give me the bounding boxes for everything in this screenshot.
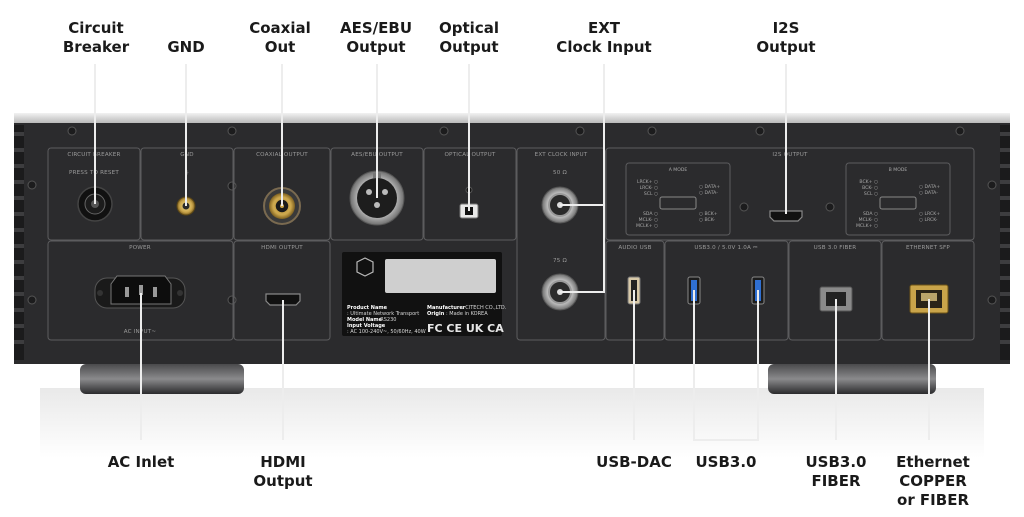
i2s-pin-label: SCL ○ (644, 191, 658, 197)
callout-circuit-breaker-line2: Breaker (62, 38, 130, 56)
callout-leader-lines (94, 64, 930, 441)
callout-ethernet-line2: COPPER (899, 472, 967, 490)
i2s-pin-label: SDA ○ (863, 211, 878, 217)
callout-i2s: I2S Output (756, 19, 815, 57)
nameplate-manufacturer-label: Manufacturer (427, 305, 466, 311)
label-a-mode: A MODE (669, 167, 688, 173)
callout-hdmi-line2: Output (253, 472, 313, 490)
callout-coaxial-out: Coaxial Out (249, 19, 311, 57)
label-circuit-breaker: CIRCUIT BREAKER (67, 152, 120, 158)
nameplate-input-voltage-label: Input Voltage (347, 323, 386, 329)
hdmi-output-port[interactable] (265, 293, 301, 306)
i2s-pin-label: MCLK- ○ (859, 217, 878, 223)
callout-aes-ebu: AES/EBU Output (340, 19, 412, 57)
i2s-pin-label: BCK- ○ (862, 185, 878, 191)
label-i2s-output: I2S OUTPUT (772, 152, 808, 158)
i2s-pin-label: SDA ○ (643, 211, 658, 217)
nameplate-product-name-label: Product Name (347, 305, 388, 311)
callout-optical: Optical Output (439, 19, 499, 57)
i2s-b-mode-pinout: B MODE BCK+ ○BCK- ○SCL ○ SDA ○MCLK- ○MCLK… (845, 162, 951, 236)
label-50-ohm: 50 Ω (553, 170, 567, 176)
i2s-pin-label: SCL ○ (864, 191, 878, 197)
i2s-pin-label: ○ DATA- (699, 190, 718, 196)
callout-ext-clock-line1: EXT (587, 19, 621, 37)
i2s-pin-label: MCLK- ○ (639, 217, 658, 223)
nameplate-input-voltage: : AC 100-240V~, 50/60Hz, 40W (347, 329, 426, 335)
callout-coaxial-line1: Coaxial (249, 19, 311, 37)
callout-usb30-fiber-line1: USB3.0 (805, 453, 867, 471)
label-power: POWER (129, 245, 151, 251)
nameplate-origin-label: Origin (427, 311, 445, 317)
label-b-mode: B MODE (889, 167, 908, 173)
callout-hdmi-line1: HDMI (260, 453, 306, 471)
callout-ext-clock: EXT Clock Input (556, 19, 651, 57)
i2s-pin-label: ○ DATA- (919, 190, 938, 196)
certification-marks: FC CE UK CA (427, 322, 504, 335)
callout-ethernet-line3: or FIBER (897, 491, 969, 509)
callout-ac-inlet: AC Inlet (108, 453, 175, 472)
callout-optical-line2: Output (439, 38, 499, 56)
callout-i2s-line2: Output (756, 38, 816, 56)
i2s-pin-label: ○ BCK- (699, 217, 715, 223)
callout-usb-dac: USB-DAC (596, 453, 672, 472)
nameplate: Product Name : Ultimate Network Transpor… (342, 252, 507, 336)
callout-hdmi: HDMI Output (253, 453, 312, 491)
nameplate-product-name: : Ultimate Network Transport (347, 311, 419, 317)
i2s-hdmi-port[interactable] (769, 210, 803, 222)
callout-aes-ebu-line2: Output (346, 38, 406, 56)
i2s-pin-label: MCLK+ ○ (856, 223, 878, 229)
i2s-pin-label: ○ DATA+ (919, 184, 940, 190)
brand-logo-icon (356, 257, 374, 277)
callout-ext-clock-line2: Clock Input (556, 38, 652, 56)
callout-aes-ebu-line1: AES/EBU (340, 19, 412, 37)
callout-gnd: GND (167, 38, 204, 57)
label-ac-input: AC INPUT~ (124, 329, 157, 335)
callout-circuit-breaker-line1: Circuit (68, 19, 124, 37)
nameplate-model-name: : RS230 (377, 317, 396, 323)
callout-optical-line1: Optical (439, 19, 499, 37)
i2s-pin-label: LRCK- ○ (640, 185, 658, 191)
chassis (14, 113, 1010, 364)
i2s-pin-label: ○ LRCK- (919, 217, 938, 223)
label-hdmi-output: HDMI OUTPUT (261, 245, 303, 251)
callout-usb30-line1: USB3.0 (695, 453, 757, 471)
nameplate-model-name-label: Model Name (347, 317, 383, 323)
callout-usb30-fiber: USB3.0 FIBER (806, 453, 867, 491)
callout-usb30-fiber-line2: FIBER (811, 472, 861, 490)
callout-ethernet: Ethernet COPPER or FIBER (896, 453, 970, 510)
callout-coaxial-line2: Out (264, 38, 296, 56)
label-ext-clock-input: EXT CLOCK INPUT (535, 152, 588, 158)
i2s-pin-label: MCLK+ ○ (636, 223, 658, 229)
label-75-ohm: 75 Ω (553, 258, 567, 264)
i2s-pin-label: ○ DATA+ (699, 184, 720, 190)
callout-usb30: USB3.0 (696, 453, 757, 472)
nameplate-manufacturer: : CITECH CO.,LTD. (462, 305, 507, 311)
label-usb30-power: USB3.0 / 5.0V 1.0A ⎓ (694, 245, 758, 251)
i2s-pin-label: ○ BCK+ (699, 211, 718, 217)
callout-ethernet-line1: Ethernet (896, 453, 970, 471)
callout-ac-inlet-line1: AC Inlet (107, 453, 175, 471)
callout-i2s-line1: I2S (772, 19, 800, 37)
i2s-pin-label: ○ LRCK+ (919, 211, 940, 217)
label-optical-output: OPTICAL OUTPUT (444, 152, 495, 158)
label-ethernet-sfp: ETHERNET SFP (906, 245, 950, 251)
callout-circuit-breaker: Circuit Breaker (63, 19, 129, 57)
callout-gnd-line1: GND (167, 38, 205, 56)
i2s-pin-label: BCK+ ○ (859, 179, 878, 185)
label-audio-usb: AUDIO USB (618, 245, 651, 251)
right-foot (768, 364, 936, 394)
i2s-a-mode-pinout: A MODE LRCK+ ○LRCK- ○SCL ○ SDA ○MCLK- ○MC… (625, 162, 731, 236)
nameplate-origin: : Made in KOREA (446, 311, 488, 317)
floor-reflection (40, 388, 984, 458)
i2s-pin-label: LRCK+ ○ (637, 179, 658, 185)
label-usb30-fiber: USB 3.0 FIBER (814, 245, 857, 251)
left-foot (80, 364, 244, 394)
callout-usb-dac-line1: USB-DAC (596, 453, 672, 471)
chassis-screws (27, 126, 997, 305)
